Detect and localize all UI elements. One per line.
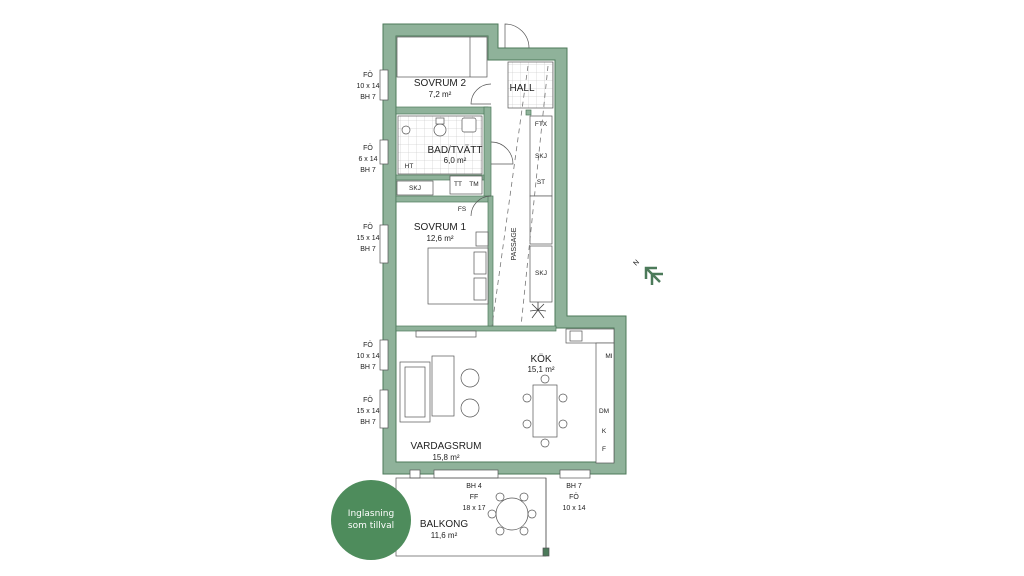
kitchen-counters [565, 328, 615, 464]
room-area-vardagsrum: 15,8 m² [432, 453, 459, 462]
living-room-furniture [399, 330, 480, 423]
label-k: K [602, 428, 607, 435]
svg-text:BH 7: BH 7 [360, 419, 376, 426]
svg-text:FÖ: FÖ [569, 493, 579, 501]
svg-text:FÖ: FÖ [363, 223, 373, 231]
svg-text:15 x 14: 15 x 14 [357, 408, 380, 415]
bed-sovrum-2 [396, 36, 488, 78]
room-area-balkong: 11,6 m² [431, 531, 458, 540]
room-name-vardagsrum: VARDAGSRUM [411, 441, 482, 452]
entry-door[interactable] [504, 23, 530, 49]
window-label: FÖ 15 x 14 BH 7 [357, 396, 380, 426]
plant-icon [529, 302, 547, 319]
svg-text:BH 7: BH 7 [360, 364, 376, 371]
room-name-sovrum-1: SOVRUM 1 [414, 222, 467, 233]
room-name-kok: KÖK [530, 353, 551, 365]
svg-text:15 x 14: 15 x 14 [357, 235, 380, 242]
svg-text:BH 7: BH 7 [360, 246, 376, 253]
window-label: FÖ 10 x 14 BH 7 [357, 341, 380, 371]
window-label: BH 7 FÖ 10 x 14 [563, 483, 586, 512]
svg-text:FÖ: FÖ [363, 341, 373, 349]
label-skj-1: SKJ [535, 153, 547, 160]
room-name-balkong: BALKONG [420, 519, 469, 530]
label-skj-3: SKJ [409, 185, 421, 192]
svg-text:FÖ: FÖ [363, 144, 373, 152]
svg-text:BH 7: BH 7 [360, 167, 376, 174]
svg-text:BH 7: BH 7 [360, 94, 376, 101]
bottom-windows [409, 469, 591, 479]
svg-text:BH 4: BH 4 [466, 483, 482, 490]
label-dm: DM [599, 408, 609, 415]
room-name-passage: PASSAGE [511, 227, 518, 260]
window-label: FÖ 15 x 14 BH 7 [357, 223, 380, 253]
label-fs: FS [458, 206, 467, 213]
label-tm: TM [469, 181, 478, 188]
label-skj-2: SKJ [535, 270, 547, 277]
svg-text:FÖ: FÖ [363, 396, 373, 404]
label-tt: TT [454, 181, 462, 188]
passage-lines [491, 65, 549, 327]
bed-sovrum-1 [427, 231, 489, 305]
balcony-table [487, 492, 537, 536]
room-area-kok: 15,1 m² [527, 365, 554, 374]
svg-text:FF: FF [470, 494, 479, 501]
svg-text:FÖ: FÖ [363, 71, 373, 79]
room-area-bad: 6,0 m² [444, 156, 467, 165]
door-swings[interactable] [470, 83, 514, 217]
room-area-sovrum-2: 7,2 m² [429, 90, 452, 99]
svg-text:BH 7: BH 7 [566, 483, 582, 490]
room-name-bad: BAD/TVÄTT [427, 144, 482, 156]
hall-tiles [507, 61, 554, 109]
svg-text:10 x 14: 10 x 14 [563, 505, 586, 512]
svg-text:6 x 14: 6 x 14 [358, 156, 377, 163]
svg-text:18 x 17: 18 x 17 [463, 505, 486, 512]
dining-table [522, 374, 568, 448]
compass-label: N [632, 259, 641, 268]
label-st: ST [537, 179, 545, 186]
label-mi: MI [605, 353, 612, 360]
label-ht: HT [405, 163, 414, 170]
svg-text:10 x 14: 10 x 14 [357, 353, 380, 360]
bathroom-fixtures [401, 117, 483, 195]
wardrobes [396, 115, 553, 303]
left-windows [379, 69, 389, 429]
room-name-sovrum-2: SOVRUM 2 [414, 78, 467, 89]
window-label: BH 4 FF 18 x 17 [463, 483, 486, 512]
label-ftx: FTX [535, 121, 548, 128]
compass-icon [644, 266, 663, 285]
window-label: FÖ 6 x 14 BH 7 [358, 144, 377, 174]
label-f: F [602, 446, 606, 453]
svg-text:10 x 14: 10 x 14 [357, 83, 380, 90]
glazing-option-badge: Inglasning som tillval [331, 480, 411, 560]
room-name-hall: HALL [509, 83, 534, 94]
window-label: FÖ 10 x 14 BH 7 [357, 71, 380, 101]
room-area-sovrum-1: 12,6 m² [426, 234, 453, 243]
